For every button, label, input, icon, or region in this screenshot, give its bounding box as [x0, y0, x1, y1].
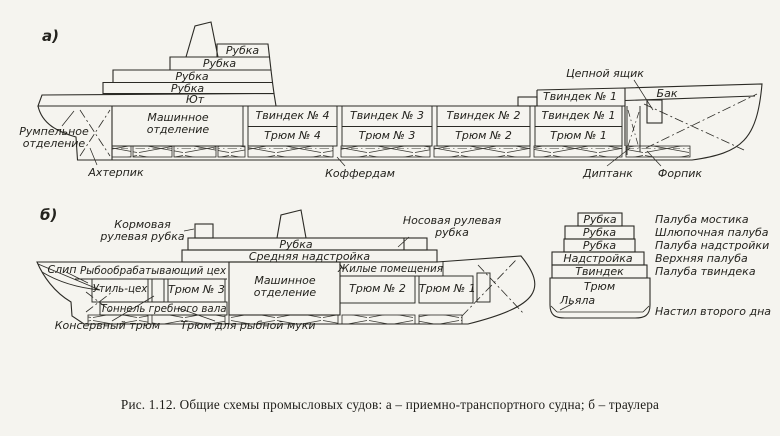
section-hold: Трюм [583, 280, 616, 293]
ship-a-hold-4: Трюм № 4 [264, 129, 321, 142]
ship-b-fish-processing-shop: Рыбообрабатывающий цех [79, 265, 227, 277]
ship-b-marker: б) [40, 206, 58, 224]
deck-label-upper-deck: Верхняя палуба [655, 252, 748, 265]
deck-label-bridge-deck: Палуба мостика [655, 213, 749, 226]
ship-b-midship-superstructure: Средняя надстройка [248, 249, 371, 263]
ship-a-callout-chain-locker: Цепной ящик [566, 67, 644, 80]
deck-label-inner-bottom: Настил второго дна [655, 305, 772, 318]
deck-label-tweendeck-deck: Палуба твиндека [655, 265, 756, 278]
ship-a-engine-room: Машинное отделение [146, 111, 210, 137]
section-superstructure: Надстройка [563, 252, 633, 265]
ship-a-callout-forepeak: Форпик [657, 167, 703, 180]
ship-b-callout-fishmeal-hold: Трюм для рыбной муки [180, 319, 316, 332]
ship-a-tweendeck-2: Твиндек № 2 [446, 109, 521, 122]
deck-label-superstructure-deck: Палуба надстройки [655, 239, 770, 252]
ship-a-hold-3: Трюм № 3 [358, 129, 416, 142]
ship-a-callout-cofferdam: Коффердам [325, 167, 395, 180]
ship-a-forecastle: Бак [656, 86, 678, 100]
ship-a-deckhouse-lower: Рубка [170, 82, 205, 95]
ship-a-deckhouse-mid: Рубка [175, 69, 209, 83]
ship-b-hold-1: Трюм № 1 [419, 282, 476, 295]
ship-a-deckhouse-upper: Рубка [202, 57, 237, 70]
figure-caption: Рис. 1.12. Общие схемы промысловых судов… [120, 397, 660, 412]
deck-label-boat-deck: Шлюпочная палуба [655, 226, 769, 239]
ship-a-hold-2: Трюм № 2 [455, 129, 512, 142]
ship-b-engine-room: Машинное отделение [253, 274, 317, 300]
ship-b-linework [36, 209, 536, 325]
ship-b-shaft-tunnel: Тоннель гребного вала [100, 302, 227, 315]
section-rubka-1: Рубка [583, 213, 617, 226]
ship-a-callout-steering-room: Румпельное отделение [19, 125, 89, 151]
ship-b-hold-3: Трюм № 3 [168, 283, 225, 296]
ship-b-living-quarters: Жилые помещения [338, 262, 443, 275]
ship-b-aft-wheelhouse: Кормовая рулевая рубка [100, 218, 185, 244]
ship-a-linework [37, 21, 763, 167]
ship-a-marker: а) [42, 27, 59, 45]
ship-a-callout-deep-tank: Диптанк [583, 167, 633, 180]
ship-a-callout-afterpeak: Ахтерпик [88, 166, 144, 179]
midship-section-linework [549, 212, 651, 319]
ship-a-tweendeck-4: Твиндек № 4 [255, 109, 330, 122]
ship-b-callout-canned-hold: Консервный трюм [54, 319, 161, 332]
ship-b-hold-2: Трюм № 2 [349, 282, 406, 295]
ship-b-fore-wheelhouse: Носовая рулевая рубка [402, 214, 502, 240]
ship-a-deckhouse-top: Рубка [225, 44, 260, 57]
ship-b-slipway: Слип [47, 263, 77, 276]
ship-b-deckhouse: Рубка [279, 238, 313, 251]
ship-b-utility-shop: Утиль-цех [92, 283, 148, 295]
ship-a-tweendeck-3: Твиндек № 3 [350, 109, 424, 122]
section-bilge: Льяла [560, 294, 596, 307]
ship-a-tweendeck-1: Твиндек № 1 [541, 109, 616, 122]
section-tweendeck: Твиндек [575, 265, 624, 278]
section-rubka-2: Рубка [582, 226, 617, 239]
ship-a-forecastle-tweendeck: Твиндек № 1 [543, 90, 617, 103]
ship-a-hold-1: Трюм № 1 [550, 129, 607, 142]
section-rubka-3: Рубка [582, 239, 617, 252]
ship-a-poop-deck: Ют [185, 93, 205, 106]
